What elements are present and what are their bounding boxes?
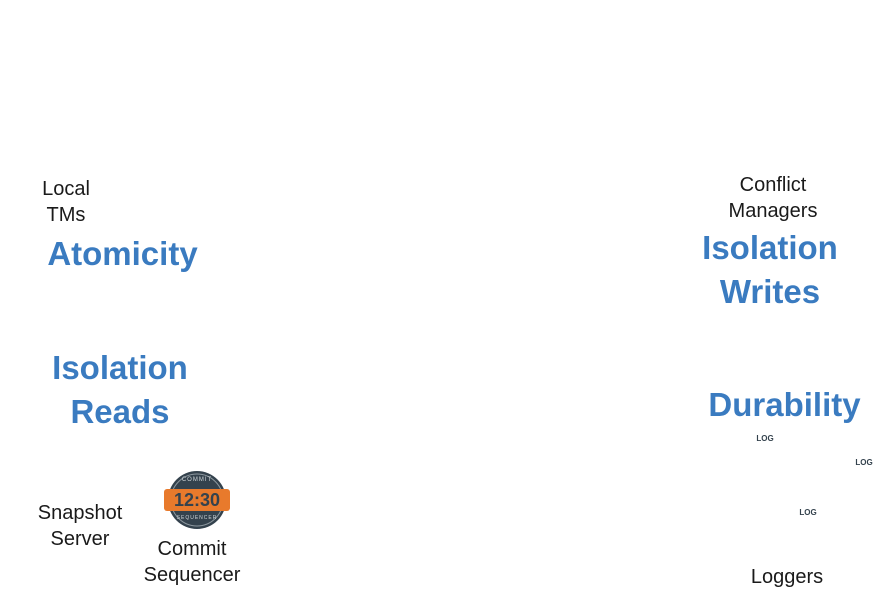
clock-badge-icon: COMMIT 12:30 SEQUENCER [161,469,233,531]
caption-line: Sequencer [143,564,241,586]
isolation-writes-heading: Isolation Writes [680,228,860,312]
clock-badge-time: 12:30 [173,490,221,510]
local-tms-caption: Local TMs [20,176,112,228]
caption-line: Conflict [739,174,807,196]
heading-line: Writes [719,273,821,310]
caption-line: Local [42,178,90,200]
log-label: LOG [756,434,774,443]
clock-badge-bottom-text: SEQUENCER [176,515,218,521]
caption-line: Server [50,528,110,550]
isolation-reads-heading: Isolation Reads [30,348,210,432]
heading-line: Isolation [702,229,838,266]
clock-badge-top-text: COMMIT [181,477,213,483]
caption-line: Managers [728,200,818,222]
caption-line: TMs [46,204,86,226]
caption-line: Snapshot [37,502,123,524]
commit-sequencer-caption: Commit Sequencer [132,536,252,588]
snapshot-server-caption: Snapshot Server [24,500,136,552]
log-label: LOG [855,458,873,467]
conflict-managers-caption: Conflict Managers [702,172,844,224]
atomicity-heading: Atomicity [47,235,198,272]
caption-line: Commit [157,538,227,560]
durability-heading: Durability [708,386,861,423]
log-label: LOG [799,508,817,517]
heading-line: Reads [70,393,170,430]
heading-line: Isolation [52,349,188,386]
loggers-caption: Loggers [750,566,824,588]
